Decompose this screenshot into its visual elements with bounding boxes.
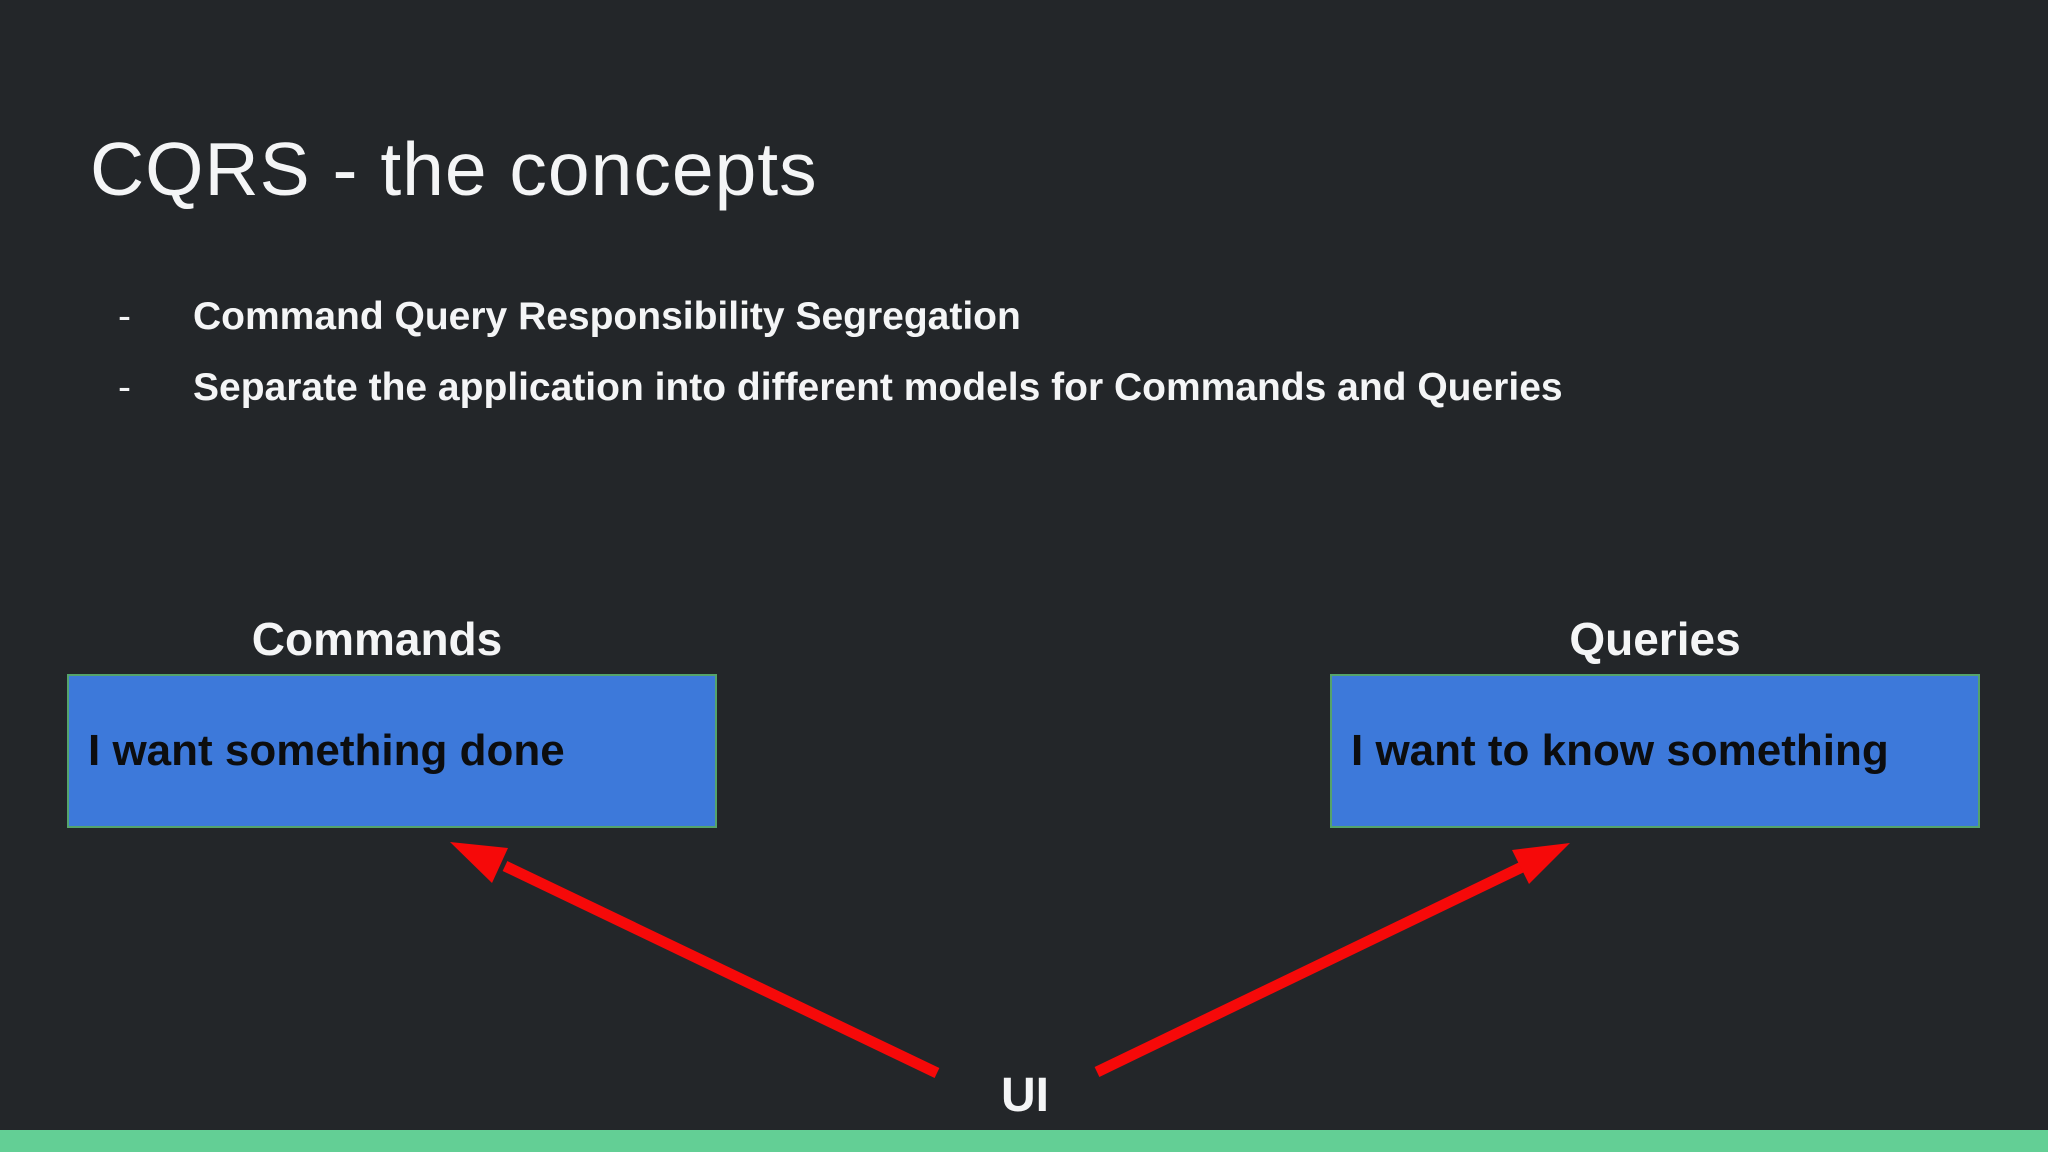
bullet-list: - Command Query Responsibility Segregati… [118, 288, 1563, 430]
queries-box: I want to know something [1330, 674, 1980, 828]
left-arrow [450, 842, 940, 1078]
bullet-dash: - [118, 295, 131, 338]
footer-accent-bar [0, 1130, 2048, 1152]
queries-box-text: I want to know something [1351, 726, 1889, 775]
slide-title: CQRS - the concepts [90, 127, 818, 211]
bullet-dash: - [118, 366, 131, 409]
bullet-text: Command Query Responsibility Segregation [193, 295, 1021, 338]
right-arrow [1094, 843, 1570, 1077]
ui-label: UI [1001, 1069, 1049, 1122]
queries-label: Queries [1569, 613, 1741, 665]
commands-box-text: I want something done [88, 726, 565, 775]
bullet-item: - Separate the application into differen… [118, 359, 1563, 430]
bullet-item: - Command Query Responsibility Segregati… [118, 288, 1563, 359]
commands-label: Commands [251, 613, 503, 665]
bullet-text: Separate the application into different … [193, 366, 1563, 409]
commands-box: I want something done [67, 674, 717, 828]
